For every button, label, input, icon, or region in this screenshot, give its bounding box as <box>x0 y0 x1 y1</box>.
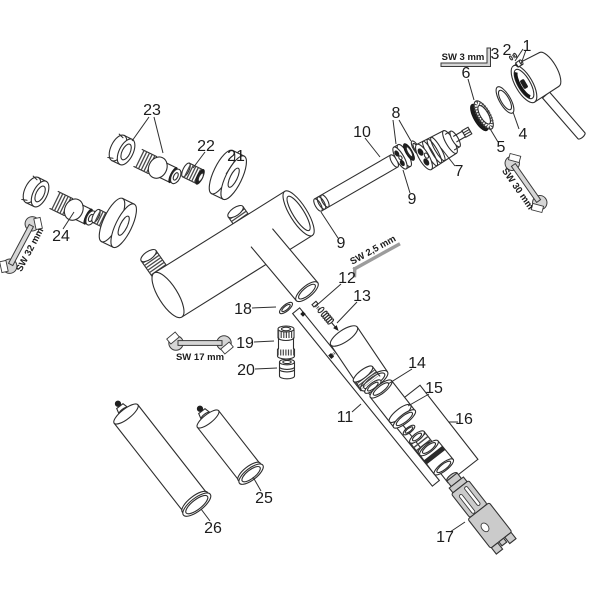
handle-lever <box>541 91 586 140</box>
part-label-11: 11 <box>337 409 354 426</box>
bracket-part-16 <box>389 384 479 484</box>
part-label-25: 25 <box>255 490 273 507</box>
escutcheon-2 <box>98 197 137 249</box>
filter-insert-22 <box>181 162 205 185</box>
allen-key-sw3-icon <box>440 47 491 67</box>
part-label-5: 5 <box>497 139 506 156</box>
part-label-7: 7 <box>455 163 464 180</box>
check-valve-19 <box>276 325 296 360</box>
part-label-2: 2 <box>503 42 512 59</box>
part-label-13: 13 <box>353 288 371 305</box>
part-label-10: 10 <box>353 124 371 141</box>
part-label-18: 18 <box>234 301 252 318</box>
outlet-sleeve-15 <box>369 379 417 429</box>
body-spout <box>250 228 319 303</box>
connection-tube-10 <box>313 154 400 212</box>
tiny-screw <box>300 311 306 317</box>
part-label-15: 15 <box>425 380 443 397</box>
leader-lines <box>62 48 527 533</box>
part-label-20: 20 <box>237 362 255 379</box>
part-label-3: 3 <box>491 46 500 63</box>
mixer-body <box>151 190 315 319</box>
part-label-9: 9 <box>408 191 417 208</box>
tool-label-sw17: SW 17 mm <box>176 352 224 363</box>
part-label-1: 1 <box>523 38 532 55</box>
cover-sleeve-25 <box>196 405 264 485</box>
part-label-9b: 9 <box>337 235 346 252</box>
part-label-26: 26 <box>204 520 222 537</box>
aerator-shell-16 <box>419 439 455 476</box>
cover-sleeve-26 <box>113 400 212 517</box>
part-label-24: 24 <box>52 228 70 245</box>
part-label-6: 6 <box>462 65 471 82</box>
union-nut-23 <box>107 133 136 166</box>
aerator-o-ring <box>402 424 416 436</box>
seal-ring-4 <box>495 86 515 114</box>
bracket-part-11 <box>291 307 441 487</box>
diverter-spring-13 <box>317 306 339 332</box>
tool-label-sw3: SW 3 mm <box>442 52 485 63</box>
part-label-14: 14 <box>408 355 426 372</box>
s-union-23 <box>133 148 182 185</box>
allen-key-sw2_5-icon <box>352 242 401 278</box>
body-inlet-boss-1 <box>140 248 168 278</box>
s-union-24 <box>49 190 97 226</box>
cup-side-screw <box>328 351 337 360</box>
part-number-labels: 1 2 3 4 5 6 7 8 9 9 10 11 12 13 14 15 16… <box>52 38 531 546</box>
threaded-ring-5-6 <box>470 100 494 132</box>
part-label-17: 17 <box>436 529 454 546</box>
service-key-tool-17 <box>446 471 517 555</box>
part-label-22: 22 <box>197 138 215 155</box>
union-nut-2 <box>21 175 50 208</box>
part-label-23: 23 <box>143 102 161 119</box>
part-label-19: 19 <box>236 335 254 352</box>
part-label-21: 21 <box>227 148 245 165</box>
part-label-12: 12 <box>338 270 356 287</box>
valve-insert-20 <box>278 358 296 380</box>
flange-disc-8 <box>392 143 413 170</box>
part-label-16: 16 <box>455 411 473 428</box>
o-ring-18 <box>278 301 294 315</box>
part-label-8: 8 <box>392 105 401 122</box>
handle-set-screw-2 <box>508 52 518 61</box>
grub-screw-12 <box>311 300 321 311</box>
seal-ring-8b <box>403 143 415 161</box>
handle-body-1 <box>510 51 562 104</box>
wrench-sw17-icon <box>166 331 234 355</box>
part-label-4: 4 <box>519 126 528 143</box>
cartridge-7 <box>415 126 473 171</box>
